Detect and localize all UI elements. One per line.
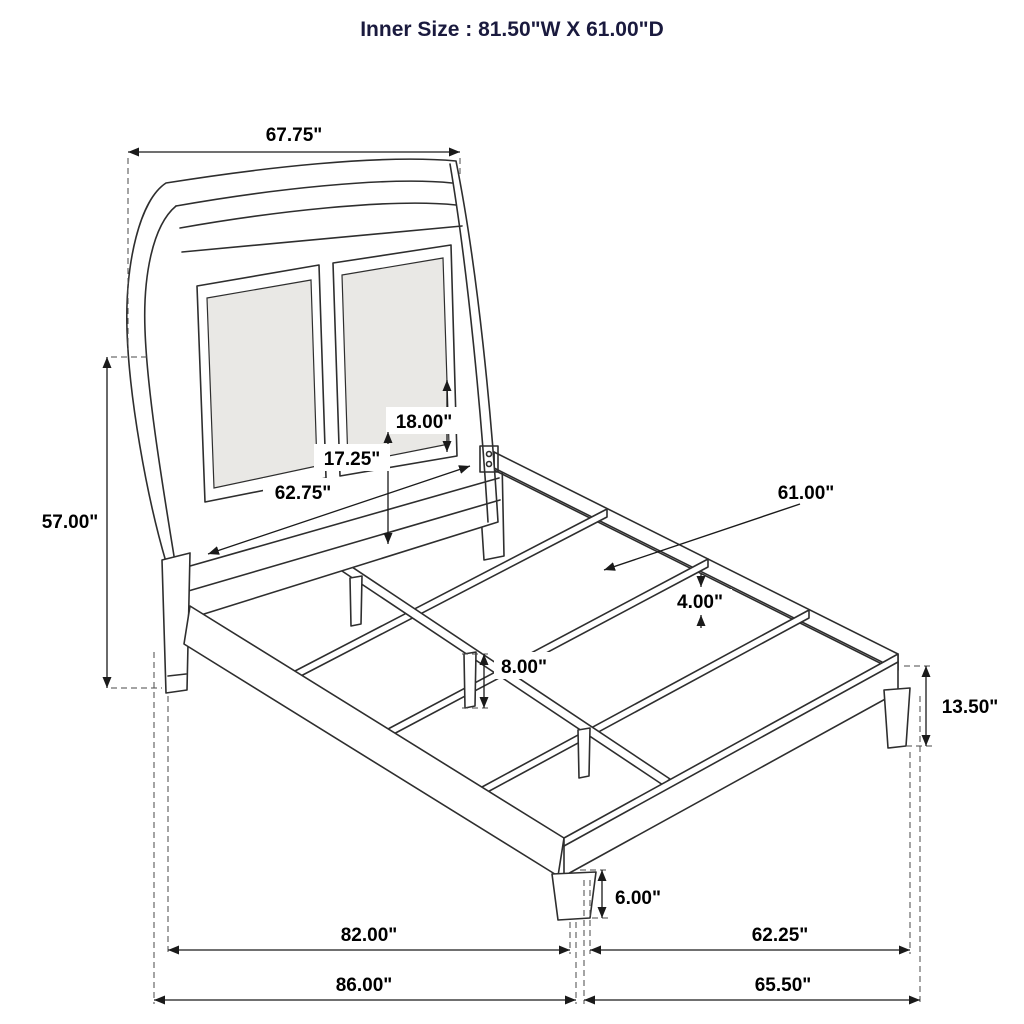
dim-label-headboard-height: 57.00" bbox=[42, 512, 99, 533]
foot-leg-near bbox=[551, 871, 597, 921]
right-side-rail bbox=[485, 451, 899, 671]
page-title: Inner Size : 81.50"W X 61.00"D bbox=[360, 18, 664, 41]
panel-left-inner bbox=[206, 279, 318, 489]
dim-label-footboard-height: 13.50" bbox=[942, 697, 999, 718]
center-leg bbox=[349, 575, 363, 627]
dimension-overall-width: 65.50" bbox=[583, 696, 921, 1005]
dim-label-side-rail-inner-length: 82.00" bbox=[341, 925, 398, 946]
dim-label-headboard-inner-width: 62.75" bbox=[275, 483, 332, 504]
center-leg bbox=[577, 727, 591, 779]
dim-label-center-leg-height: 8.00" bbox=[501, 657, 547, 678]
headboard-right-stile-line bbox=[449, 163, 489, 523]
left-side-rail bbox=[183, 605, 565, 877]
bed-drawing bbox=[126, 158, 911, 921]
dimension-footboard-inner-width: 62.25" bbox=[589, 752, 911, 955]
dim-label-overall-width: 65.50" bbox=[755, 975, 812, 996]
dimension-side-rail-inner-length: 82.00" bbox=[167, 696, 571, 955]
dimension-center-leg-height: 8.00" bbox=[462, 652, 556, 709]
slat bbox=[387, 558, 709, 738]
dim-label-foot-leg-height: 6.00" bbox=[615, 888, 661, 909]
headboard-roll-edge bbox=[143, 205, 177, 557]
dim-label-overall-length: 86.00" bbox=[336, 975, 393, 996]
dimension-headboard-height: 57.00" bbox=[42, 356, 162, 689]
dim-label-slat-width: 4.00" bbox=[677, 592, 723, 613]
dimension-foot-leg-height: 6.00" bbox=[580, 869, 661, 919]
dimension-headboard-inner-width: 62.75" bbox=[207, 465, 471, 555]
footboard-rail bbox=[563, 653, 899, 877]
dimension-overall-length: 86.00" bbox=[153, 652, 577, 1005]
dimension-footboard-height: 13.50" bbox=[904, 665, 999, 747]
dim-label-panel-height: 17.25" bbox=[324, 449, 381, 470]
foot-leg-far bbox=[883, 687, 911, 749]
center-leg bbox=[463, 651, 477, 709]
dim-label-headboard-width: 67.75" bbox=[266, 125, 323, 146]
dim-label-footboard-inner-width: 62.25" bbox=[752, 925, 809, 946]
dimension-slat-length: 61.00" bbox=[603, 483, 835, 571]
dimension-slat-width: 4.00" bbox=[668, 574, 732, 628]
dim-label-slat-length: 61.00" bbox=[778, 483, 835, 504]
dimension-panel-spacing: 18.00" bbox=[386, 380, 462, 452]
headboard-left-leg bbox=[161, 552, 191, 694]
rail-bracket bbox=[479, 445, 499, 473]
dim-label-panel-spacing: 18.00" bbox=[396, 412, 453, 433]
dimension-headboard-width: 67.75" bbox=[127, 125, 461, 350]
